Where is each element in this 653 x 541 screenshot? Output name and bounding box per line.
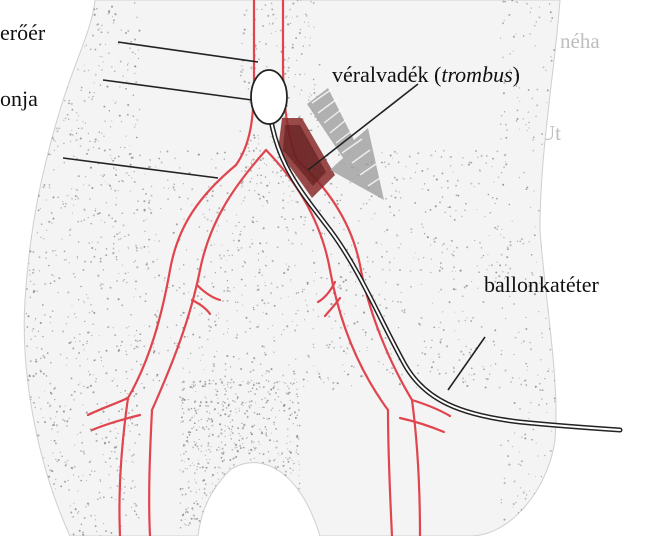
label-catheter: ballonkatéter	[484, 274, 599, 296]
thrombus-prefix: véralvadék (	[332, 62, 441, 87]
thrombus-latin: trombus	[441, 62, 512, 87]
thrombus-suffix: )	[513, 62, 520, 87]
label-aorta: erőér	[0, 22, 45, 44]
label-thrombus: véralvadék (trombus)	[332, 64, 520, 86]
svg-text:néha: néha	[560, 29, 600, 53]
label-balloon: onja	[0, 88, 38, 110]
balloon	[251, 70, 287, 124]
